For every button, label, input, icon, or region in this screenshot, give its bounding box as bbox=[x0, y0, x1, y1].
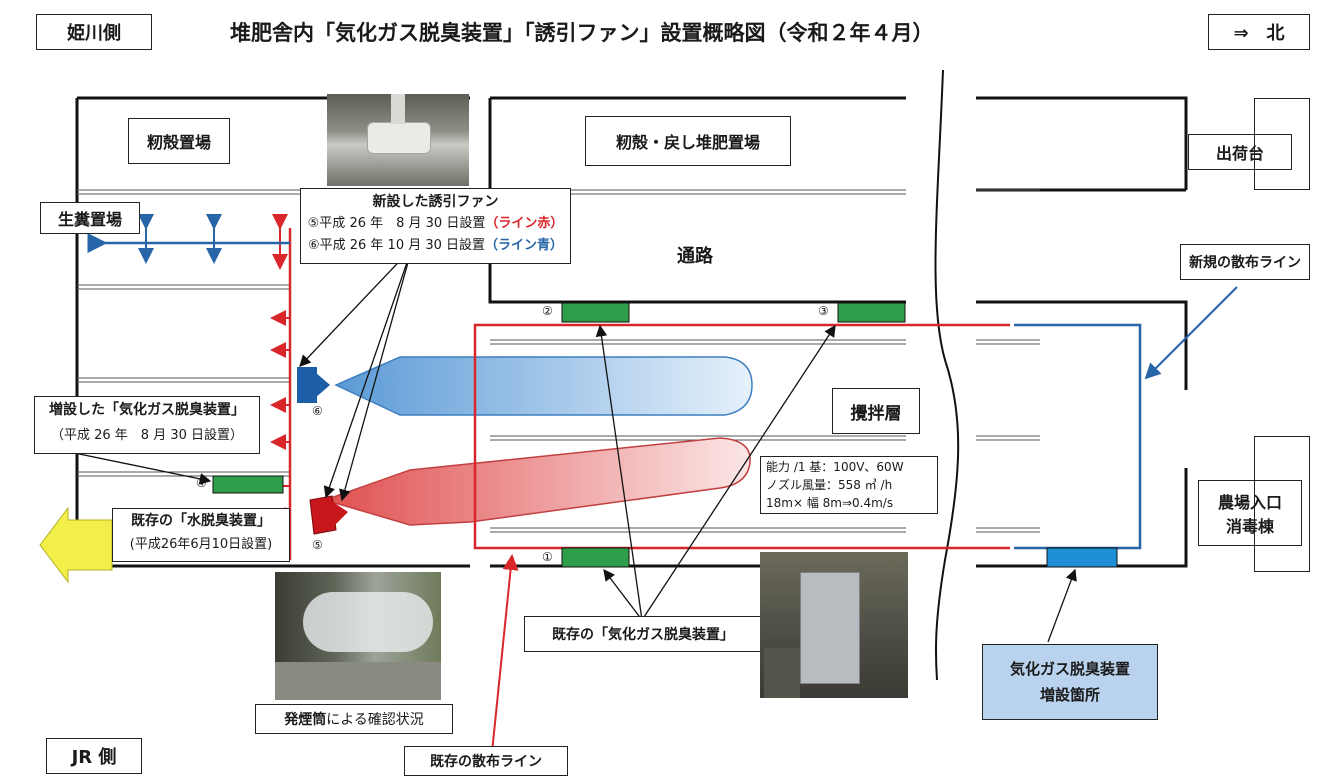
existing-spray-line-pointer bbox=[489, 554, 519, 773]
farm-entrance-line1: 農場入口 bbox=[1217, 493, 1282, 512]
label-north-direction: ⇒ 北 bbox=[1208, 14, 1310, 50]
photo-smoke-test bbox=[275, 572, 441, 700]
fan-info-line6-tag: （ライン青） bbox=[485, 238, 564, 253]
vapor-addition-line2: 増設箇所 bbox=[1039, 686, 1100, 704]
water-device-date: (平成26年6月10日設置) bbox=[129, 537, 273, 552]
label-himekawa-side: 姫川側 bbox=[36, 14, 152, 50]
existing-spray-line-red bbox=[288, 228, 1010, 560]
area-passage: 通路 bbox=[677, 246, 713, 267]
inner-lines bbox=[77, 189, 1040, 533]
blue-airflow-plume bbox=[334, 356, 753, 416]
fan-info-title: 新設した誘引ファン bbox=[372, 194, 499, 210]
smoke-check-text: 発煙筒による確認状況 bbox=[284, 712, 424, 728]
marker-6: ⑥ bbox=[312, 404, 323, 418]
fan-info-box: 新設した誘引ファン ⑤平成 26 年 8 月 30 日設置（ライン赤） ⑥平成 … bbox=[300, 188, 571, 264]
water-device-title: 既存の「水脱臭装置」 bbox=[131, 513, 271, 529]
added-device-date: （平成 26 年 8 月 30 日設置） bbox=[50, 428, 244, 443]
photo-vapor-device bbox=[760, 552, 908, 698]
fan-info-line5-text: ⑤平成 26 年 8 月 30 日設置 bbox=[307, 216, 486, 231]
new-spray-line-pointer bbox=[1144, 286, 1238, 380]
specs-line3: 18m× 幅 8m⇒0.4m/s bbox=[766, 496, 894, 510]
vapor-device-3 bbox=[837, 302, 906, 323]
marker-2: ② bbox=[542, 304, 553, 318]
farm-entrance-building bbox=[1254, 436, 1310, 572]
area-farm-entrance: 農場入口 消毒棟 bbox=[1198, 480, 1302, 546]
red-airflow-plume bbox=[322, 437, 751, 526]
marker-1: ① bbox=[542, 550, 553, 564]
page-title: 堆肥舎内「気化ガス脱臭装置」「誘引ファン」設置概略図（令和２年４月） bbox=[230, 21, 934, 45]
area-mixing-layer: 攪拌層 bbox=[832, 388, 920, 434]
callout-vapor-addition: 気化ガス脱臭装置 増設箇所 bbox=[982, 644, 1158, 720]
specs-box: 能力 /1 基：100V、60W ノズル風量：558 ㎥ /h 18m× 幅 8… bbox=[760, 456, 938, 514]
fan-info-line6-text: ⑥平成 26 年 10 月 30 日設置 bbox=[307, 238, 486, 253]
break-line bbox=[934, 69, 960, 681]
vapor-device-1 bbox=[561, 547, 630, 568]
exit-arrow bbox=[39, 506, 113, 584]
marker-3: ③ bbox=[818, 304, 829, 318]
fan-info-line5: ⑤平成 26 年 8 月 30 日設置（ライン赤） bbox=[305, 213, 566, 235]
vapor-addition-line1: 気化ガス脱臭装置 bbox=[1009, 660, 1130, 678]
specs-line2: ノズル風量：558 ㎥ /h bbox=[766, 478, 893, 492]
water-deodorizer-box: 既存の「水脱臭装置」 (平成26年6月10日設置) bbox=[112, 508, 290, 562]
vapor-device-4 bbox=[212, 475, 284, 494]
vapor-device-2 bbox=[561, 302, 630, 323]
fan-info-line5-tag: （ライン赤） bbox=[485, 216, 564, 231]
fan-info-line6: ⑥平成 26 年 10 月 30 日設置（ライン青） bbox=[305, 235, 566, 257]
shipping-building bbox=[1254, 98, 1310, 190]
callout-existing-spray-line: 既存の散布ライン bbox=[404, 746, 568, 776]
added-device-title: 増設した「気化ガス脱臭装置」 bbox=[49, 402, 245, 418]
area-rice-husk-storage: 籾殻置場 bbox=[128, 118, 230, 164]
label-jr-side: JR 側 bbox=[46, 738, 142, 774]
photo-induction-fan bbox=[327, 94, 469, 186]
farm-entrance-line2: 消毒棟 bbox=[1225, 517, 1274, 536]
area-husk-compost-storage: 籾殻・戻し堆肥置場 bbox=[585, 116, 791, 166]
callout-existing-vapor-device: 既存の「気化ガス脱臭装置」 bbox=[524, 616, 762, 652]
smoke-check-bold: 発煙筒 bbox=[284, 712, 327, 728]
callout-smoke-check: 発煙筒による確認状況 bbox=[255, 704, 453, 734]
marker-4: ④ bbox=[196, 476, 207, 490]
specs-line1: 能力 /1 基：100V、60W bbox=[766, 460, 904, 474]
added-vapor-device-box: 増設した「気化ガス脱臭装置」 （平成 26 年 8 月 30 日設置） bbox=[34, 396, 260, 454]
area-shipping-platform: 出荷台 bbox=[1188, 134, 1292, 170]
callout-new-spray-line: 新規の散布ライン bbox=[1180, 244, 1310, 280]
marker-5: ⑤ bbox=[312, 538, 323, 552]
vapor-device-addition bbox=[1046, 547, 1118, 568]
fan-6-blue bbox=[297, 367, 330, 403]
area-manure-storage: 生糞置場 bbox=[40, 202, 140, 234]
